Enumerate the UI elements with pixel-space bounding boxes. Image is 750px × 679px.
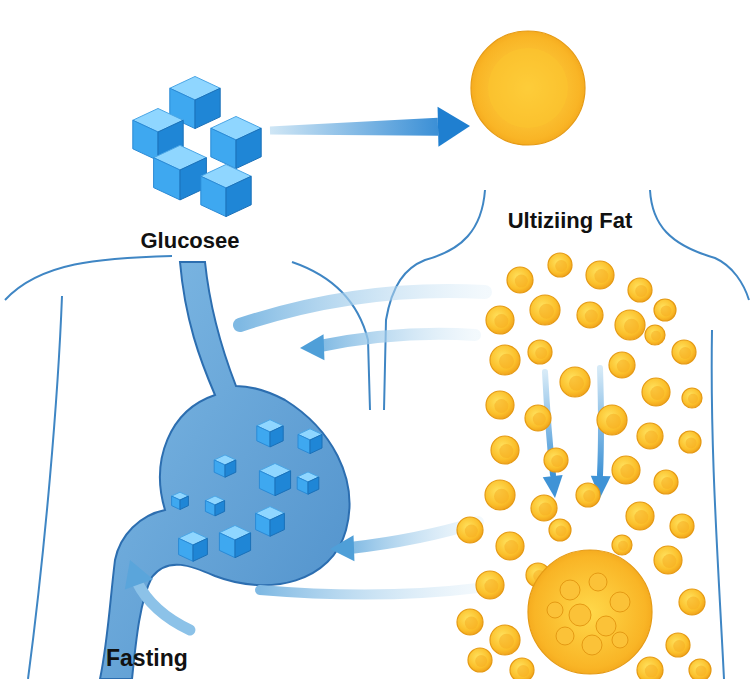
- fat-cell: [615, 310, 645, 340]
- fat-cell: [486, 391, 514, 419]
- fat-cell: [626, 502, 654, 530]
- fat-cell: [528, 340, 552, 364]
- fat-cell: [628, 278, 652, 302]
- sugar-cube: [214, 455, 236, 477]
- fat-cell: [679, 589, 705, 615]
- sugar-cube: [179, 532, 208, 562]
- fat-droplet: [556, 627, 574, 645]
- fat-cell: [586, 261, 614, 289]
- fat-droplet: [612, 632, 628, 648]
- fat-cell: [560, 367, 590, 397]
- sugar-cube: [257, 420, 283, 447]
- fat-cell: [612, 456, 640, 484]
- fat-cell: [637, 423, 663, 449]
- fat-cell: [490, 625, 520, 655]
- fat-droplet: [582, 635, 602, 655]
- sugar-cube: [259, 463, 290, 495]
- sugar-cube: [219, 525, 250, 557]
- node-label: Glucosee: [110, 228, 270, 254]
- fat-cell: [577, 302, 603, 328]
- fat-cell: [679, 431, 701, 453]
- fat-cell: [612, 535, 632, 555]
- fat-cell: [476, 571, 504, 599]
- sugar-cube: [172, 492, 189, 509]
- fat-cell: [528, 550, 652, 674]
- fat-cell: [654, 546, 682, 574]
- sugar-cube: [154, 145, 207, 200]
- fat-cell: [670, 514, 694, 538]
- fat-cell: [525, 405, 551, 431]
- fat-cell: [507, 267, 533, 293]
- fat-cell: [576, 483, 600, 507]
- sugar-cube: [205, 496, 224, 516]
- fat-cell: [548, 253, 572, 277]
- fat-cell: [530, 295, 560, 325]
- fat-cell: [642, 378, 670, 406]
- fat-cell: [486, 306, 514, 334]
- glucose-node: Glucosee: [110, 75, 270, 260]
- fat-cell: [457, 517, 483, 543]
- sugar-cube: [201, 164, 251, 216]
- fat-droplet: [560, 580, 580, 600]
- sugar-cube: [298, 429, 322, 454]
- fat-droplet: [569, 604, 591, 626]
- fat-cell: [471, 31, 585, 145]
- flow-connector: [270, 107, 470, 147]
- fat-core: [488, 48, 568, 128]
- fat-cell: [510, 658, 534, 679]
- fat-droplet: [596, 616, 616, 636]
- fat-cell: [609, 352, 635, 378]
- fat-cell: [682, 388, 702, 408]
- fat-droplet: [589, 573, 607, 591]
- fat-cell: [549, 519, 571, 541]
- node-label: Ultiziing Fat: [470, 208, 670, 234]
- glucose-cubes: [133, 76, 322, 561]
- fat-cell: [531, 495, 557, 521]
- fat-droplet: [547, 602, 563, 618]
- fat-droplet: [610, 592, 630, 612]
- sugar-cube: [211, 116, 261, 168]
- fat-node: Ultiziing Fat: [470, 25, 670, 240]
- fat-cell: [672, 340, 696, 364]
- fat-cell: [637, 657, 663, 679]
- fat-cell: [485, 480, 515, 510]
- fat-cell: [645, 325, 665, 345]
- fat-cell: [457, 609, 483, 635]
- fat-cell: [654, 470, 678, 494]
- sugar-cube: [297, 472, 319, 494]
- fat-cell: [666, 633, 690, 657]
- body-outline: [5, 190, 749, 679]
- stomach: [100, 262, 349, 679]
- fat-cell: [689, 659, 711, 679]
- fat-cell: [496, 532, 524, 560]
- fat-cells: [457, 31, 711, 679]
- fat-cell: [654, 299, 676, 321]
- sugar-cube: [256, 507, 285, 537]
- fat-cell: [490, 345, 520, 375]
- caption-label: Fasting: [106, 645, 188, 672]
- fat-cell: [544, 448, 568, 472]
- fat-cell: [597, 405, 627, 435]
- fat-cell: [491, 436, 519, 464]
- fat-cell: [468, 648, 492, 672]
